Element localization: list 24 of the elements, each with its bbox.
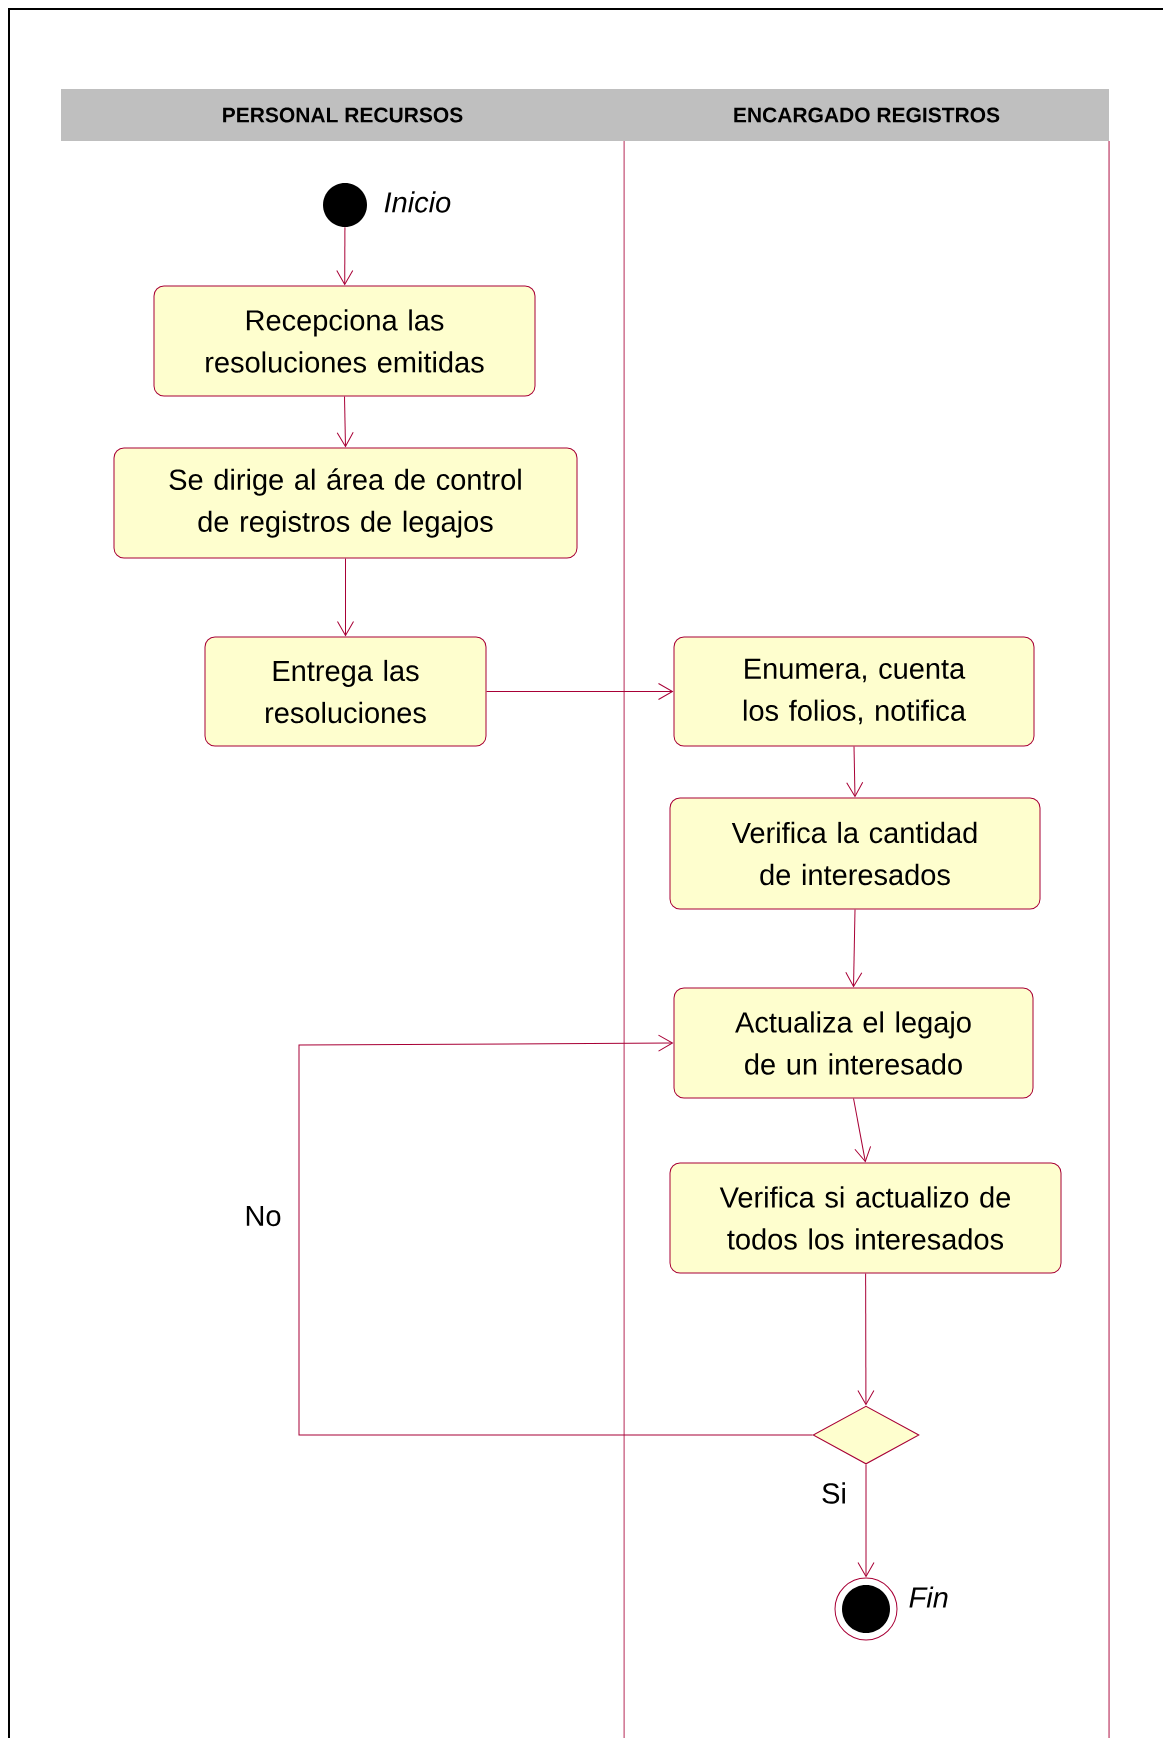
arrow [337, 558, 354, 636]
activity-box: Se dirige al área de control de registros de legajos [113, 447, 578, 559]
decision-diamond [812, 1405, 920, 1465]
node-caption: Inicio [384, 191, 451, 213]
start-node [323, 183, 367, 227]
node-caption: Fin [909, 1586, 948, 1608]
arrow [298, 1034, 813, 1436]
arrow [857, 1273, 875, 1406]
activity-box: Verifica la cantidad de interesados [669, 797, 1041, 910]
arrow [486, 683, 673, 700]
arrow [857, 1464, 875, 1577]
activity-box: Entrega las resoluciones [204, 636, 487, 747]
arrow [336, 226, 354, 285]
end-node [834, 1577, 898, 1641]
arrow [336, 396, 354, 447]
activity-box: Enumera, cuenta los folios, notifica [673, 636, 1035, 747]
activity-box: Actualiza el legajo de un interesado [673, 987, 1034, 1099]
edge-label: Si [819, 1480, 849, 1506]
arrow [846, 746, 864, 797]
arrow [845, 909, 863, 987]
activity-box: Verifica si actualizo de todos los interesados [669, 1162, 1062, 1274]
activity-box: Recepciona las resoluciones emitidas [153, 285, 536, 397]
edge-label: No [242, 1203, 284, 1229]
arrow [853, 1098, 872, 1162]
